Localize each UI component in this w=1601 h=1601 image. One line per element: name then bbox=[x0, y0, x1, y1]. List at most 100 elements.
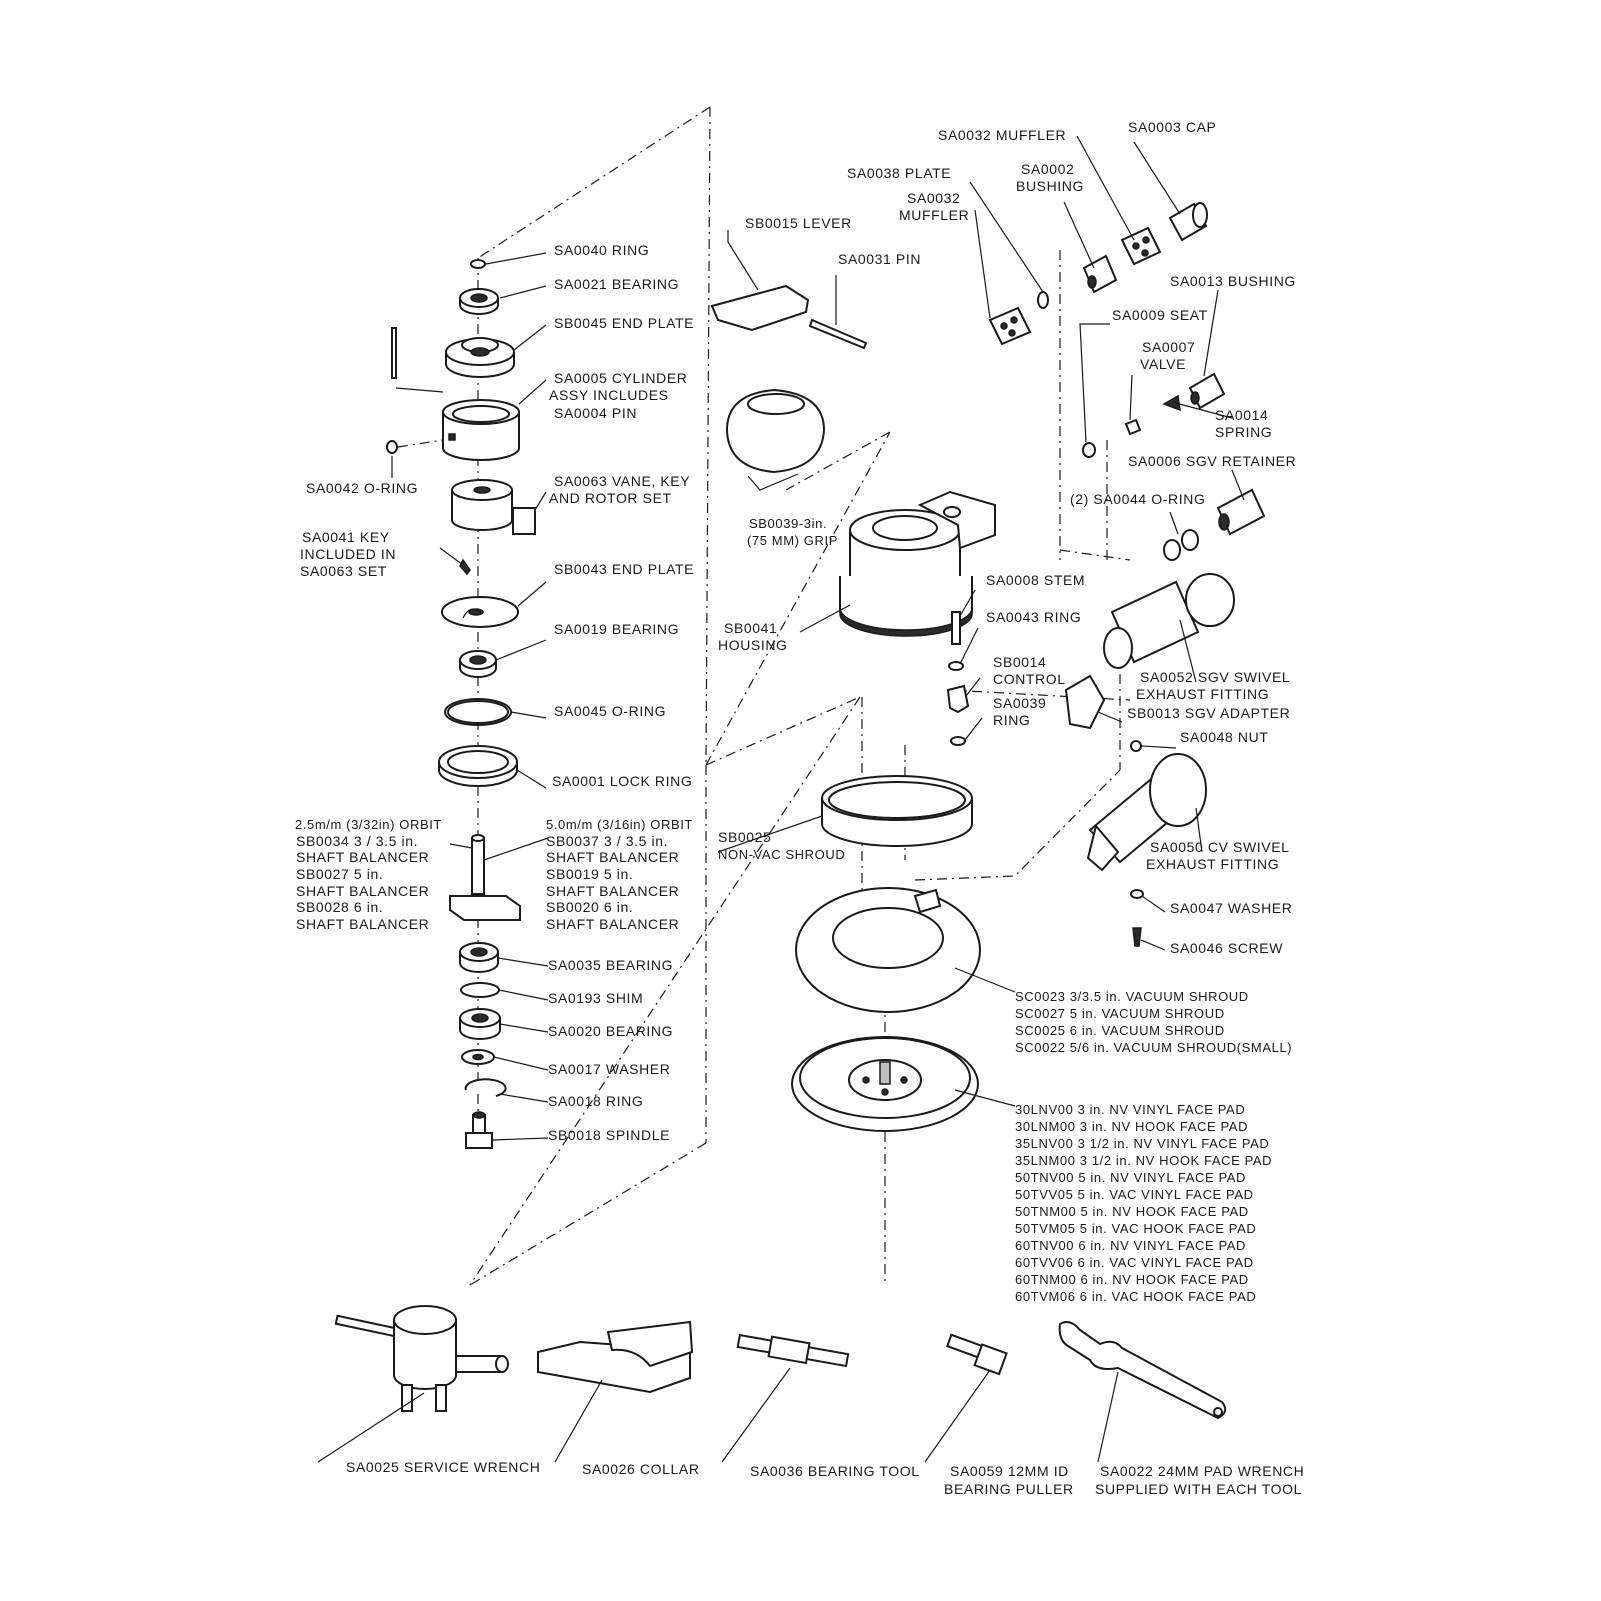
sa0019-bearing-part bbox=[459, 650, 497, 678]
sa0046-screw-part bbox=[1132, 927, 1142, 947]
label-sa0019-bearing: SA0019 BEARING bbox=[554, 621, 679, 637]
tool-labels: SA0025 SERVICE WRENCH SA0026 COLLAR SA00… bbox=[346, 1459, 1304, 1497]
label-sa0036-bearing-tool: SA0036 BEARING TOOL bbox=[750, 1463, 920, 1479]
label-sa0044-oring: (2) SA0044 O-RING bbox=[1070, 491, 1205, 507]
left-stack-parts bbox=[386, 259, 536, 1149]
label-orbit50-line3: SHAFT BALANCER bbox=[546, 849, 679, 865]
label-sa0032-muffler-line2: MUFFLER bbox=[899, 207, 969, 223]
sa0009-seat-part bbox=[1082, 442, 1096, 458]
pad-item: 30LNM00 3 in. NV HOOK FACE PAD bbox=[1015, 1119, 1248, 1134]
label-sa0050-line2: EXHAUST FITTING bbox=[1146, 856, 1279, 872]
label-sa0059-line1: SA0059 12MM ID bbox=[950, 1463, 1069, 1479]
pad-item: 50TVM05 5 in. VAC HOOK FACE PAD bbox=[1015, 1221, 1256, 1236]
label-sa0001-lock-ring: SA0001 LOCK RING bbox=[552, 773, 692, 789]
sa0042-oring-part bbox=[386, 440, 398, 454]
pad-item: 60TVM06 6 in. VAC HOOK FACE PAD bbox=[1015, 1289, 1256, 1304]
face-pad-part bbox=[791, 1036, 979, 1132]
label-sa0042-oring: SA0042 O-RING bbox=[306, 480, 418, 496]
sb0014-control-part bbox=[946, 684, 970, 714]
pad-item: 50TNM00 5 in. NV HOOK FACE PAD bbox=[1015, 1204, 1249, 1219]
label-orbit50-line1: 5.0m/m (3/16in) ORBIT bbox=[546, 817, 693, 832]
label-orbit25-line6: SB0028 6 in. bbox=[296, 899, 383, 915]
label-sb0013-sgv-adapter: SB0013 SGV ADAPTER bbox=[1127, 705, 1290, 721]
pad-item: 50TVV05 5 in. VAC VINYL FACE PAD bbox=[1015, 1187, 1254, 1202]
label-orbit25-line3: SHAFT BALANCER bbox=[296, 849, 429, 865]
label-sa0041-line1: SA0041 KEY bbox=[302, 529, 390, 545]
label-sa0009-seat: SA0009 SEAT bbox=[1112, 307, 1208, 323]
label-sa0039-line2: RING bbox=[993, 712, 1030, 728]
sb0015-lever-part bbox=[710, 284, 810, 332]
label-orbit25-line4: SB0027 5 in. bbox=[296, 866, 383, 882]
tools-row bbox=[334, 1305, 1227, 1420]
sb0043-end-plate-part bbox=[441, 596, 519, 628]
sb0025-shroud-part bbox=[821, 775, 973, 847]
label-sa0022-line2: SUPPLIED WITH EACH TOOL bbox=[1095, 1481, 1302, 1497]
leader-lines bbox=[317, 135, 1245, 1463]
label-orbit25-line7: SHAFT BALANCER bbox=[296, 916, 429, 932]
label-sa0193-shim: SA0193 SHIM bbox=[548, 990, 643, 1006]
label-sa0038-plate: SA0038 PLATE bbox=[847, 165, 951, 181]
label-sb0025-line2: NON-VAC SHROUD bbox=[718, 847, 845, 862]
sa0008-stem-part bbox=[951, 611, 961, 645]
sa0014-spring-part bbox=[1162, 394, 1181, 412]
label-orbit25-line2: SB0034 3 / 3.5 in. bbox=[296, 833, 418, 849]
pad-item: 60TNM00 6 in. NV HOOK FACE PAD bbox=[1015, 1272, 1249, 1287]
part-labels: SA0032 MUFFLER SA0003 CAP SA0038 PLATE S… bbox=[295, 119, 1296, 1143]
sa0193-shim-part bbox=[460, 982, 500, 998]
label-sb0015-lever: SB0015 LEVER bbox=[745, 215, 852, 231]
label-sb0043-end-plate: SB0043 END PLATE bbox=[554, 561, 694, 577]
label-sa0048-nut: SA0048 NUT bbox=[1180, 729, 1268, 745]
sa0021-bearing-part bbox=[459, 288, 499, 315]
sa0026-collar-part bbox=[537, 1320, 694, 1394]
sa0041-key-part bbox=[459, 558, 471, 576]
label-sa0052-line1: SA0052 SGV SWIVEL bbox=[1140, 669, 1290, 685]
sa0059-bearing-puller-part bbox=[945, 1333, 1008, 1376]
label-sa0008-stem: SA0008 STEM bbox=[986, 572, 1085, 588]
label-sa0005-line1: SA0005 CYLINDER bbox=[554, 370, 688, 386]
sa0032-muffler-part bbox=[988, 306, 1032, 346]
label-sa0026-collar: SA0026 COLLAR bbox=[582, 1461, 700, 1477]
vacuum-shroud-list: SC0023 3/3.5 in. VACUUM SHROUD SC0027 5 … bbox=[1015, 989, 1292, 1055]
sa0020-bearing-part bbox=[459, 1008, 501, 1040]
label-sb0025-line1: SB0025 bbox=[718, 829, 771, 845]
sa0044-oring-part-1 bbox=[1163, 539, 1181, 561]
label-orbit25-line1: 2.5m/m (3/32in) ORBIT bbox=[295, 817, 442, 832]
label-sa0032-muffler-top: SA0032 MUFFLER bbox=[938, 127, 1066, 143]
face-pad-list: 30LNV00 3 in. NV VINYL FACE PAD 30LNM00 … bbox=[1015, 1102, 1272, 1304]
label-sa0046-screw: SA0046 SCREW bbox=[1170, 940, 1283, 956]
label-sb0018-spindle: SB0018 SPINDLE bbox=[548, 1127, 670, 1143]
sa0032-muffler-top-part bbox=[1120, 226, 1162, 266]
label-sa0035-bearing: SA0035 BEARING bbox=[548, 957, 673, 973]
sa0050-swivel-part bbox=[1086, 753, 1207, 872]
label-sb0039-line2: (75 MM) GRIP bbox=[747, 533, 838, 548]
sc0023-vacuum-shroud-part bbox=[795, 887, 981, 1013]
pad-item: 60TNV00 6 in. NV VINYL FACE PAD bbox=[1015, 1238, 1246, 1253]
label-sa0040-ring: SA0040 RING bbox=[554, 242, 649, 258]
label-sa0014-line2: SPRING bbox=[1215, 424, 1272, 440]
sb0018-spindle-part bbox=[465, 1111, 493, 1149]
label-sb0041-line1: SB0041 bbox=[724, 620, 777, 636]
shroud-item: SC0027 5 in. VACUUM SHROUD bbox=[1015, 1006, 1225, 1021]
label-sa0007-line1: SA0007 bbox=[1142, 339, 1195, 355]
label-sa0014-line1: SA0014 bbox=[1215, 407, 1268, 423]
shroud-item: SC0023 3/3.5 in. VACUUM SHROUD bbox=[1015, 989, 1249, 1004]
pad-item: 50TNV00 5 in. NV VINYL FACE PAD bbox=[1015, 1170, 1246, 1185]
label-sa0050-line1: SA0050 CV SWIVEL bbox=[1150, 839, 1290, 855]
label-orbit50-line5: SHAFT BALANCER bbox=[546, 883, 679, 899]
shroud-item: SC0022 5/6 in. VACUUM SHROUD(SMALL) bbox=[1015, 1040, 1292, 1055]
sa0039-ring-part bbox=[950, 736, 966, 746]
label-sa0047-washer: SA0047 WASHER bbox=[1170, 900, 1292, 916]
sa0005-cylinder-part bbox=[442, 399, 520, 461]
label-sb0014-line1: SB0014 bbox=[993, 654, 1046, 670]
shroud-item: SC0025 6 in. VACUUM SHROUD bbox=[1015, 1023, 1225, 1038]
pad-item: 35LNM00 3 1/2 in. NV HOOK FACE PAD bbox=[1015, 1153, 1272, 1168]
shaft-balancer-part bbox=[449, 834, 521, 921]
label-sa0063-line1: SA0063 VANE, KEY bbox=[554, 473, 690, 489]
label-sa0002-line2: BUSHING bbox=[1016, 178, 1084, 194]
pad-item: 60TVV06 6 in. VAC VINYL FACE PAD bbox=[1015, 1255, 1254, 1270]
label-sb0014-line2: CONTROL bbox=[993, 671, 1066, 687]
label-orbit50-line6: SB0020 6 in. bbox=[546, 899, 633, 915]
sa0004-pin-part bbox=[391, 327, 397, 379]
label-sb0039-line1: SB0039-3in. bbox=[749, 516, 827, 531]
label-sa0005-line3: SA0004 PIN bbox=[554, 405, 637, 421]
